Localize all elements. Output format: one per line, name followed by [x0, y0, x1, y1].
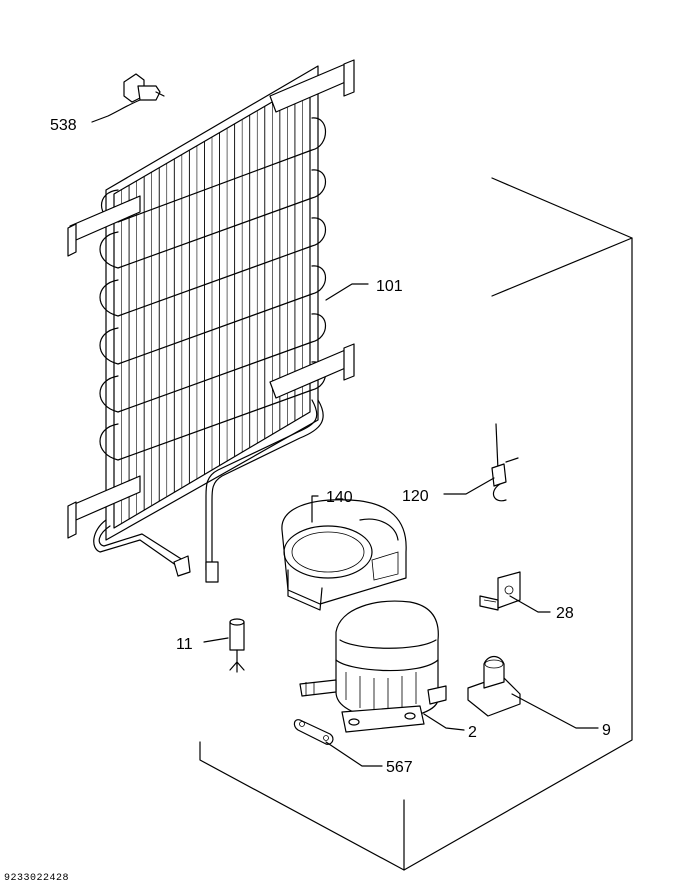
clip-567	[293, 719, 334, 745]
callout-11: 11	[176, 636, 193, 653]
filter-drier-11	[229, 618, 245, 673]
callout-2: 2	[468, 724, 477, 741]
callout-28: 28	[556, 605, 574, 622]
callout-538: 538	[50, 117, 77, 134]
callout-9: 9	[602, 722, 611, 739]
relay-9	[467, 655, 521, 717]
leader-lines	[91, 99, 599, 767]
condenser-wire-grid	[113, 80, 311, 528]
wire-120	[491, 423, 519, 502]
condenser	[67, 59, 355, 583]
callout-101: 101	[376, 278, 403, 295]
clip-538	[123, 73, 165, 103]
cabinet-outline	[199, 177, 633, 871]
callout-140: 140	[326, 489, 353, 506]
document-number: 9233022428	[4, 873, 70, 884]
callout-567: 567	[386, 759, 413, 776]
compressor-2	[299, 600, 447, 733]
bracket-28	[479, 571, 521, 611]
drip-tray-140	[281, 499, 407, 611]
callout-120: 120	[402, 488, 429, 505]
